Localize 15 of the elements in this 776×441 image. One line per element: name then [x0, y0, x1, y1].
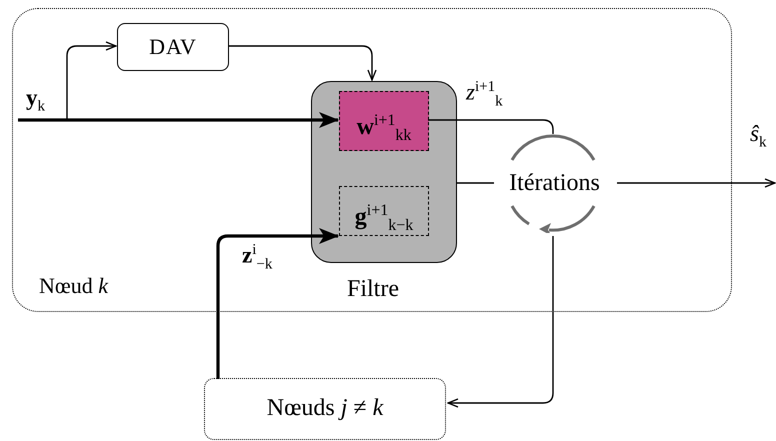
arrow — [447, 236, 554, 408]
node-label: Nœud k — [39, 275, 108, 297]
connector-line — [456, 182, 494, 184]
process-box: Nœuds j ≠ k — [204, 378, 446, 440]
edge-label: y$_{k}$ — [26, 86, 45, 115]
node-label: Filtre — [347, 277, 399, 301]
edge-label: ŝ$_{k}$ — [750, 122, 766, 151]
arrow — [216, 228, 339, 379]
node-frame — [12, 8, 732, 312]
arrow — [18, 112, 339, 128]
arrow — [66, 41, 117, 120]
process-box: DAV — [117, 23, 229, 71]
arrow — [617, 178, 776, 188]
node-label: Itérations — [508, 171, 601, 195]
arrow — [228, 45, 377, 81]
